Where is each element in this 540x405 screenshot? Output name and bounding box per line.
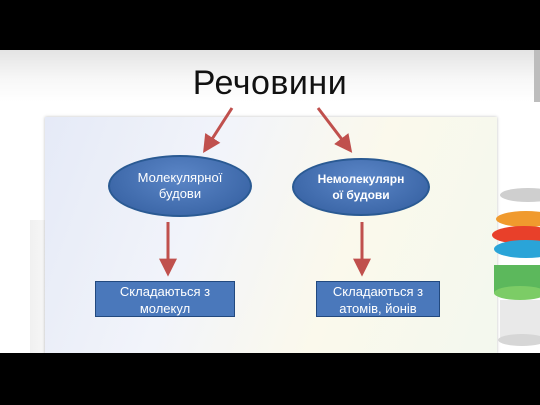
- result-molecular-box: Складаються з молекул: [95, 281, 235, 317]
- decorative-disks: [492, 188, 540, 346]
- result-nonmolecular-label: Складаються з атомів, йонів: [332, 284, 424, 316]
- slide: Речовини: [0, 50, 540, 353]
- slide-title: Речовини: [192, 64, 348, 102]
- node-nonmolecular: Немолекулярної будови: [292, 158, 430, 216]
- title-band: [0, 50, 540, 102]
- title-band-edge: [534, 50, 540, 102]
- node-nonmolecular-label: Немолекулярної будови: [317, 172, 405, 202]
- result-molecular-label: Складаються з молекул: [119, 284, 211, 316]
- node-molecular: Молекулярної будови: [108, 155, 252, 217]
- node-molecular-label: Молекулярної будови: [137, 170, 223, 201]
- result-nonmolecular-box: Складаються з атомів, йонів: [316, 281, 440, 317]
- diagram-panel: [45, 117, 497, 353]
